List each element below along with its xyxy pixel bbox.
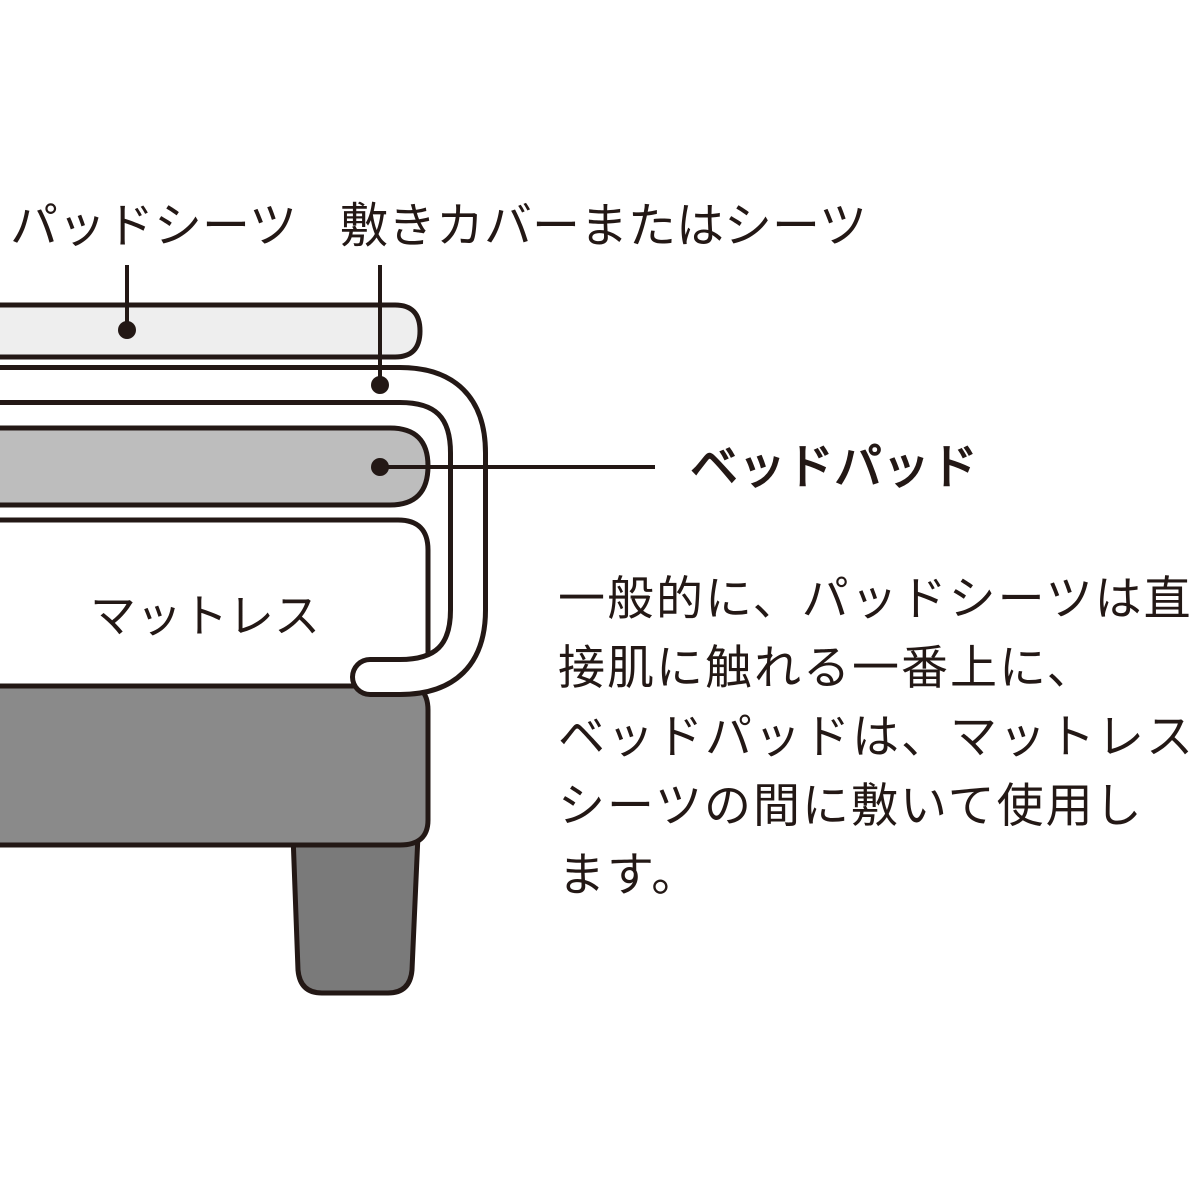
description-text: 一般的に、パッドシーツは直 接肌に触れる一番上に、 ベッドパッドは、マットレスと… xyxy=(558,565,1200,910)
bed-pad-dot xyxy=(371,458,389,476)
description-line: ベッドパッドは、マットレスと xyxy=(558,710,1200,765)
bed-pad-label: ベッドパッド xyxy=(690,439,979,495)
mattress xyxy=(0,517,431,689)
description-line: シーツの間に敷いて使用し xyxy=(558,779,1144,834)
pad-sheet xyxy=(0,302,423,360)
bed-pad xyxy=(0,425,431,508)
mattress-label: マットレス xyxy=(90,589,320,643)
bed-base xyxy=(0,680,431,848)
cover-sheet xyxy=(0,370,483,692)
pad-sheet-label: パッドシーツ xyxy=(10,198,298,254)
description-line: ます。 xyxy=(558,848,701,903)
bed-leg xyxy=(290,832,421,996)
pad-sheet-dot xyxy=(118,321,136,339)
cover-sheet-label: 敷きカバーまたはシーツ xyxy=(340,198,868,254)
description-line: 一般的に、パッドシーツは直 xyxy=(558,572,1193,627)
description-line: 接肌に触れる一番上に、 xyxy=(558,641,1096,696)
cover-sheet-dot xyxy=(371,376,389,394)
